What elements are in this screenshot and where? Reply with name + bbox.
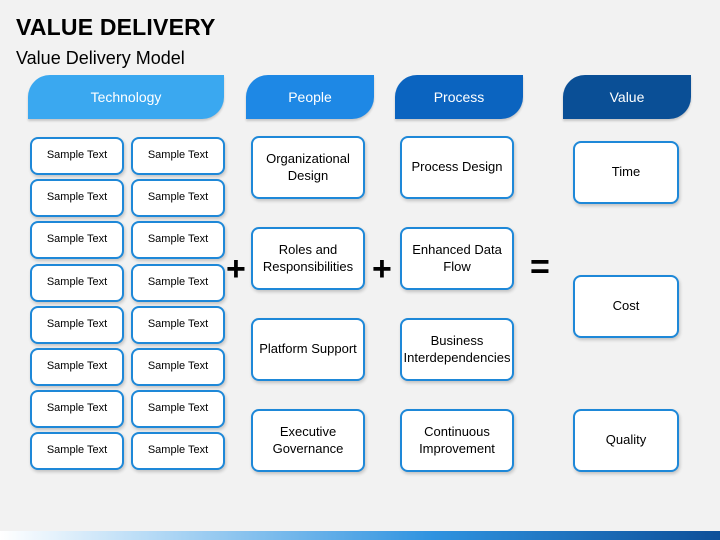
process-item: Business Interdependencies [400, 318, 514, 381]
process-item: Enhanced Data Flow [400, 227, 514, 290]
technology-item: Sample Text [30, 264, 124, 302]
equals-operator: = [530, 248, 550, 286]
technology-item: Sample Text [30, 306, 124, 344]
technology-item: Sample Text [30, 390, 124, 428]
technology-item: Sample Text [30, 432, 124, 470]
plus-operator: + [226, 250, 246, 288]
slide-subtitle: Value Delivery Model [16, 48, 185, 68]
people-item: Organizational Design [251, 136, 365, 199]
footer-gradient-bar [0, 531, 720, 540]
technology-item: Sample Text [131, 390, 225, 428]
header-process: Process [395, 75, 523, 119]
header-technology: Technology [28, 75, 224, 119]
header-people: People [246, 75, 374, 119]
technology-item: Sample Text [131, 137, 225, 175]
slide-title: VALUE DELIVERY [16, 14, 216, 40]
value-item: Time [573, 141, 679, 204]
people-item: Platform Support [251, 318, 365, 381]
technology-item: Sample Text [30, 137, 124, 175]
process-item: Process Design [400, 136, 514, 199]
technology-item: Sample Text [131, 348, 225, 386]
value-item: Quality [573, 409, 679, 472]
plus-operator: + [372, 250, 392, 288]
technology-item: Sample Text [131, 306, 225, 344]
technology-item: Sample Text [30, 221, 124, 259]
people-item: Executive Governance [251, 409, 365, 472]
technology-item: Sample Text [131, 264, 225, 302]
technology-item: Sample Text [131, 179, 225, 217]
process-item: Continuous Improvement [400, 409, 514, 472]
technology-item: Sample Text [30, 348, 124, 386]
technology-item: Sample Text [131, 432, 225, 470]
technology-item: Sample Text [131, 221, 225, 259]
header-value: Value [563, 75, 691, 119]
value-item: Cost [573, 275, 679, 338]
people-item: Roles and Responsibilities [251, 227, 365, 290]
technology-item: Sample Text [30, 179, 124, 217]
